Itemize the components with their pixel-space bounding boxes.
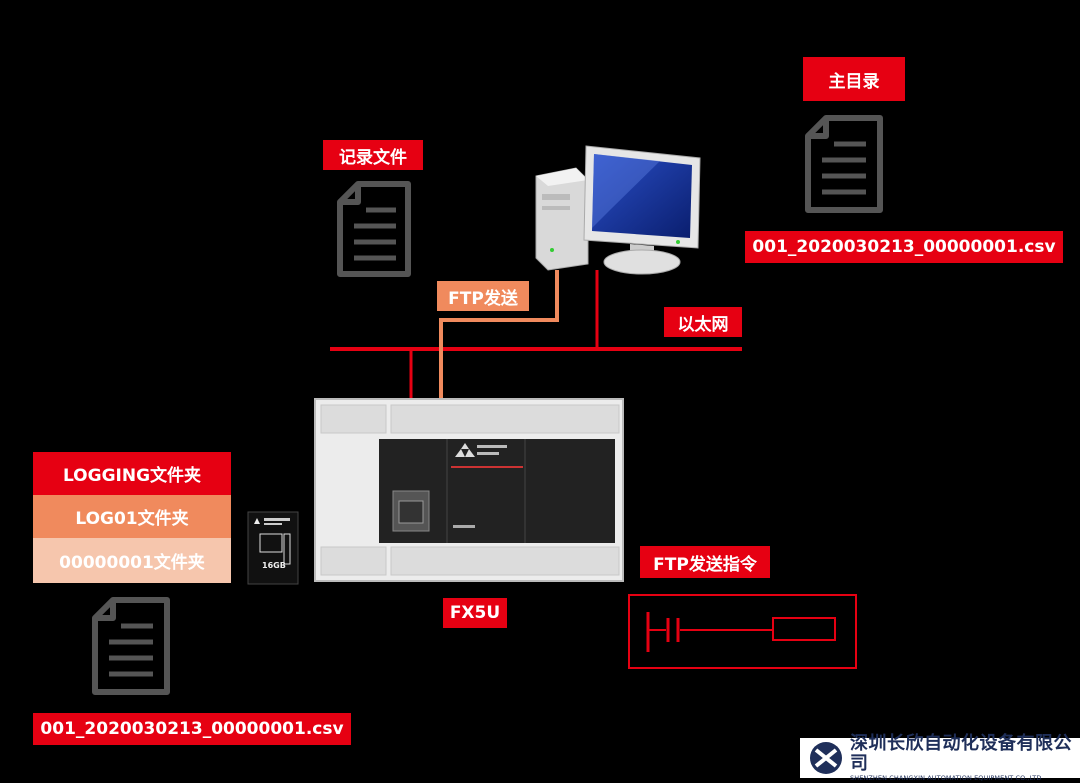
main-directory-label: 主目录 bbox=[803, 57, 905, 101]
logging-folder-label: LOGGING文件夹 bbox=[33, 452, 231, 495]
document-icon bbox=[337, 181, 411, 277]
ftp-path bbox=[439, 270, 559, 400]
document-icon bbox=[92, 597, 170, 695]
ethernet-label: 以太网 bbox=[664, 307, 742, 337]
computer-icon bbox=[535, 145, 701, 275]
ladder-diagram bbox=[628, 594, 857, 669]
sd-csv-filename: 001_2020030213_00000001.csv bbox=[33, 713, 351, 745]
plc-model-label: FX5U bbox=[443, 598, 507, 628]
log01-folder-label: LOG01文件夹 bbox=[33, 495, 231, 538]
ftp-send-label: FTP发送 bbox=[437, 281, 529, 311]
plc-fx5u-unit bbox=[314, 398, 624, 582]
company-name-en: SHENZHEN CHANGXIN AUTOMATION EQUIPMENT C… bbox=[850, 773, 1042, 782]
company-watermark: 深圳长欣自动化设备有限公司 SHENZHEN CHANGXIN AUTOMATI… bbox=[800, 733, 1080, 782]
ftp-command-label: FTP发送指令 bbox=[640, 546, 770, 578]
company-logo-icon bbox=[810, 742, 842, 774]
sd-card-icon bbox=[247, 511, 299, 585]
document-icon bbox=[805, 115, 883, 213]
record-file-label: 记录文件 bbox=[323, 140, 423, 170]
sd-capacity-text: 16GB bbox=[262, 561, 286, 570]
log-subfolder-label: 00000001文件夹 bbox=[33, 538, 231, 583]
main-csv-filename: 001_2020030213_00000001.csv bbox=[745, 231, 1063, 263]
company-name-cn: 深圳长欣自动化设备有限公司 bbox=[850, 732, 1072, 774]
